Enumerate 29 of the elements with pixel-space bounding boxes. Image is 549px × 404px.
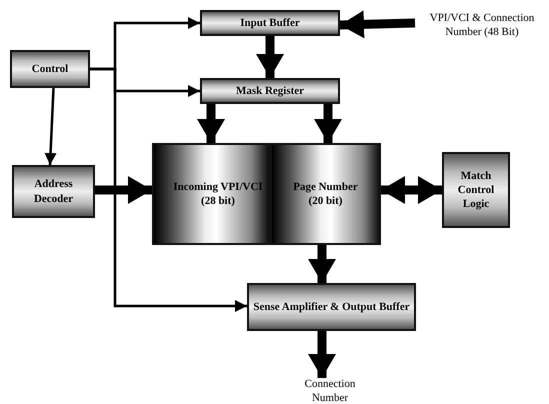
arrow: [90, 68, 247, 312]
arrow: [308, 331, 336, 378]
block-label: Address Decoder: [32, 177, 74, 206]
memory-array-block: [152, 143, 270, 245]
block-label: Match Control Logic: [456, 168, 496, 212]
arrow: [314, 104, 342, 143]
arrow: [340, 10, 416, 38]
block-label: Mask Register: [236, 84, 304, 98]
process-box: [442, 152, 510, 228]
block-label: Input Buffer: [240, 16, 300, 30]
bit-width-label: (20 bit): [308, 194, 342, 208]
block-label: Sense Amplifier & Output Buffer: [253, 300, 410, 314]
arrow: [197, 104, 225, 143]
signal-label: Connection Number: [304, 376, 356, 404]
arrow: [381, 176, 442, 204]
memory-array-block: [270, 143, 381, 245]
process-box: [200, 10, 340, 36]
arrow: [95, 176, 152, 204]
arrow: [308, 245, 336, 283]
process-box: [10, 50, 90, 88]
arrow: [256, 36, 284, 78]
block-label: Page Number: [293, 180, 358, 194]
bit-width-label: (28 bit): [201, 194, 235, 208]
signal-label: VPI/VCI & Connection Number (48 Bit): [428, 10, 536, 40]
process-box: [12, 165, 95, 218]
block-label: Control: [32, 62, 68, 76]
process-box: [200, 78, 340, 104]
arrow: [44, 88, 57, 166]
process-box: [247, 283, 416, 331]
